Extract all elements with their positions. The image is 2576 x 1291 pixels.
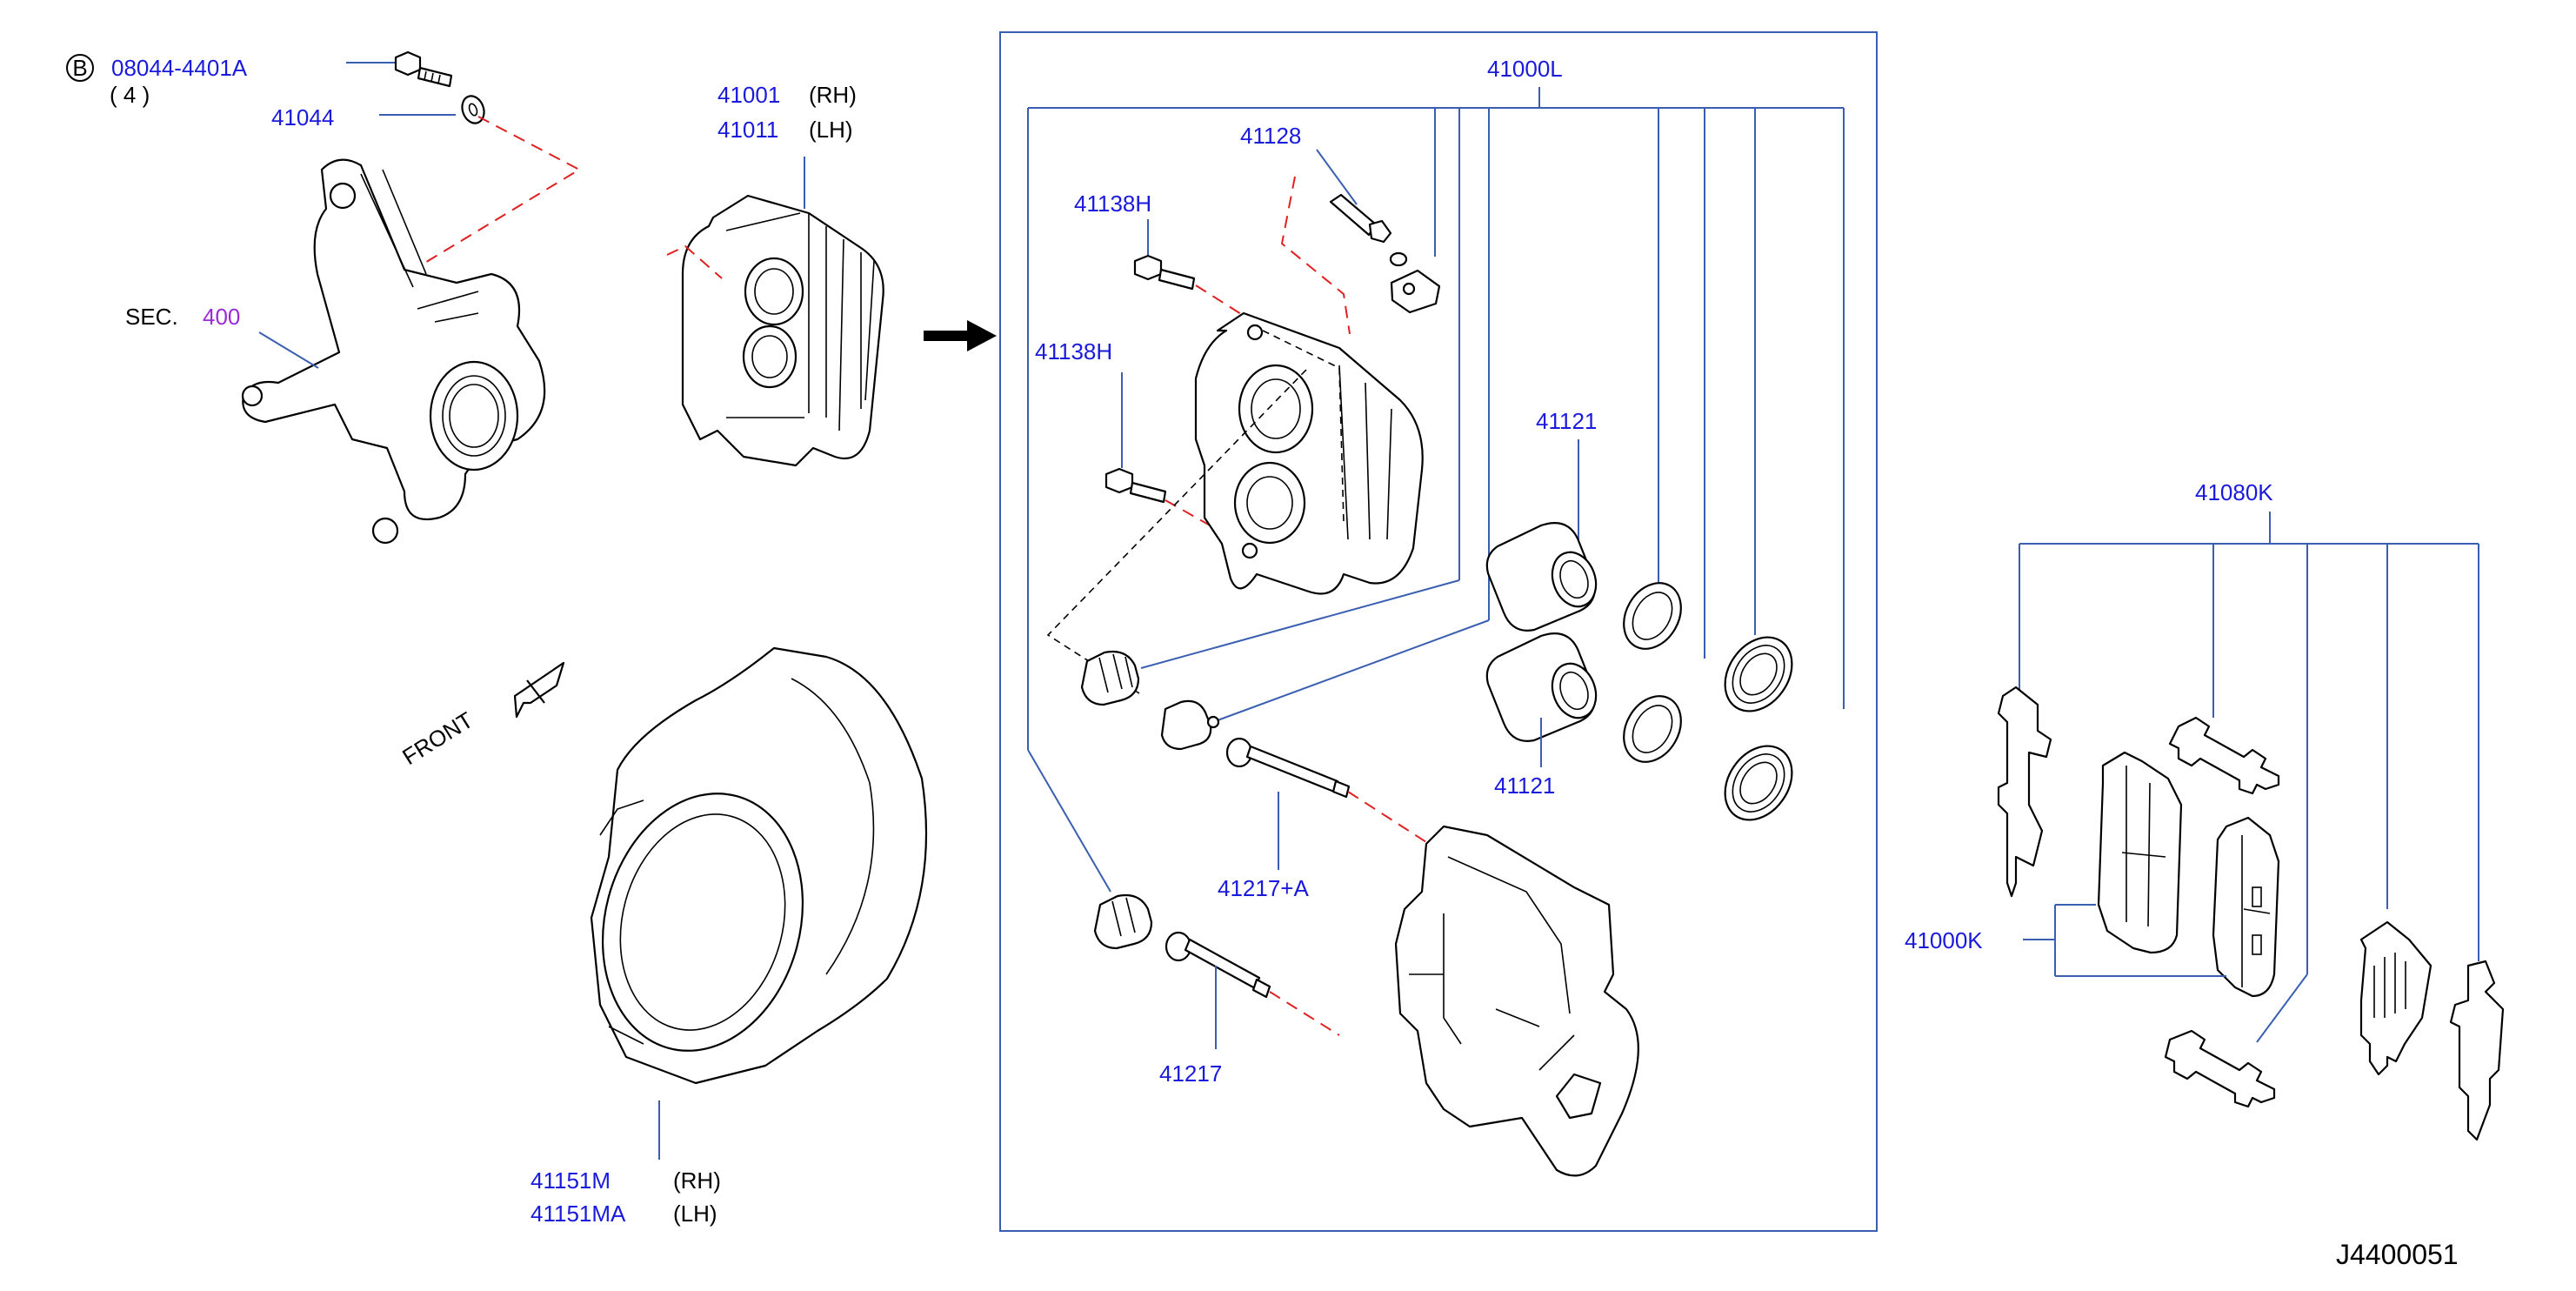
caliper-body bbox=[1194, 311, 1424, 595]
bolt-upper-part-number[interactable]: 41138H bbox=[1074, 191, 1151, 217]
pin-lower-icon bbox=[1165, 931, 1271, 999]
pin-upper-part-number[interactable]: 41217+A bbox=[1218, 875, 1309, 901]
splash-shield bbox=[590, 646, 928, 1085]
washer-icon bbox=[461, 95, 485, 124]
splash-shield-callout[interactable]: 41151M (RH) 41151MA (LH) bbox=[531, 1100, 721, 1227]
sec-label: SEC. bbox=[125, 304, 178, 330]
pad-kit-callout[interactable]: 41000K bbox=[1905, 904, 2226, 977]
diagram-id: J4400051 bbox=[2336, 1239, 2459, 1270]
arrow-right-icon bbox=[924, 320, 997, 351]
front-indicator: FRONT bbox=[397, 661, 565, 770]
pin-boot-upper-icon bbox=[1080, 650, 1140, 706]
pin-upper-icon bbox=[1225, 737, 1351, 799]
bolt-ref-letter: B bbox=[72, 55, 87, 81]
hardware-kit-callout[interactable]: 41080K bbox=[2019, 479, 2479, 1043]
kit-callout[interactable]: 41000L bbox=[1027, 56, 1845, 893]
shield-lh-part-number[interactable]: 41151MA bbox=[531, 1201, 626, 1227]
bolt-upper-callout[interactable]: 41138H bbox=[1074, 191, 1151, 258]
pin-boot-lower-icon bbox=[1093, 893, 1153, 950]
seal-ring-lower-icon bbox=[1623, 695, 1682, 763]
caliper-rh-part-number[interactable]: 41001 bbox=[717, 82, 780, 108]
shield-rh-side: (RH) bbox=[673, 1167, 721, 1194]
piston-lower-callout[interactable]: 41121 bbox=[1494, 718, 1555, 799]
caliper-lh-side: (LH) bbox=[809, 117, 853, 143]
bleeder-screw-icon bbox=[1329, 193, 1408, 267]
bleeder-cap-icon bbox=[1390, 269, 1441, 314]
sec-code[interactable]: 400 bbox=[203, 304, 240, 330]
bleeder-callout[interactable]: 41128 bbox=[1240, 123, 1358, 205]
caliper-rh-side: (RH) bbox=[809, 82, 857, 108]
shield-rh-part-number[interactable]: 41151M bbox=[531, 1167, 611, 1194]
pad-outer-icon bbox=[2212, 816, 2280, 998]
retainer-clip-lower-icon bbox=[2164, 1029, 2276, 1108]
bolt-quantity: ( 4 ) bbox=[110, 82, 150, 108]
kit-part-number[interactable]: 41000L bbox=[1487, 56, 1563, 82]
caliper-callout[interactable]: 41001 (RH) 41011 (LH) bbox=[717, 82, 857, 209]
caliper-assembly bbox=[681, 194, 884, 467]
pin-lower-callout[interactable]: 41217 bbox=[1159, 966, 1222, 1087]
piston-upper-icon bbox=[1485, 522, 1598, 632]
caliper-bracket bbox=[1394, 825, 1639, 1177]
hardware-kit-part-number[interactable]: 41080K bbox=[2195, 479, 2273, 505]
pad-kit-part-number[interactable]: 41000K bbox=[1905, 927, 1983, 953]
pin-upper-callout[interactable]: 41217+A bbox=[1218, 792, 1309, 901]
bolt-upper-icon bbox=[1133, 254, 1196, 291]
bleeder-part-number[interactable]: 41128 bbox=[1240, 123, 1301, 149]
dust-boot-upper-icon bbox=[1724, 636, 1793, 712]
washer-part-number[interactable]: 41044 bbox=[271, 104, 334, 130]
knuckle-section-ref[interactable]: SEC. 400 bbox=[125, 304, 319, 369]
pin-lower-part-number[interactable]: 41217 bbox=[1159, 1060, 1222, 1087]
shim-inner-icon bbox=[2359, 920, 2433, 1076]
bolt-lower-icon bbox=[1104, 467, 1167, 504]
front-arrow-icon bbox=[513, 661, 565, 719]
pad-inner-icon bbox=[2097, 751, 2183, 954]
bolt-lower-callout[interactable]: 41138H bbox=[1035, 338, 1123, 468]
bolt-part-number[interactable]: 08044-4401A bbox=[111, 55, 248, 81]
kit-frame bbox=[999, 31, 1878, 1232]
shim-outer-right-icon bbox=[2449, 960, 2505, 1141]
shield-lh-side: (LH) bbox=[673, 1201, 717, 1227]
washer-callout[interactable]: 41044 bbox=[271, 104, 456, 130]
seal-ring-upper-icon bbox=[1623, 582, 1682, 650]
shim-outer-left-icon bbox=[1997, 686, 2052, 898]
dust-boot-lower-icon bbox=[1724, 745, 1793, 821]
bolt-icon bbox=[394, 50, 453, 88]
piston-lower-icon bbox=[1485, 632, 1598, 742]
steering-knuckle bbox=[241, 158, 546, 545]
bolt-callout[interactable]: B 08044-4401A ( 4 ) bbox=[66, 54, 396, 108]
piston-upper-part-number[interactable]: 41121 bbox=[1536, 408, 1597, 434]
front-label: FRONT bbox=[397, 706, 477, 770]
bolt-lower-part-number[interactable]: 41138H bbox=[1035, 338, 1112, 365]
pin-bushing-icon bbox=[1160, 699, 1220, 751]
retainer-clip-upper-icon bbox=[2168, 716, 2280, 795]
piston-lower-part-number[interactable]: 41121 bbox=[1494, 773, 1555, 799]
piston-upper-callout[interactable]: 41121 bbox=[1536, 408, 1597, 541]
caliper-lh-part-number[interactable]: 41011 bbox=[717, 117, 778, 143]
circle-b-icon bbox=[66, 54, 94, 82]
